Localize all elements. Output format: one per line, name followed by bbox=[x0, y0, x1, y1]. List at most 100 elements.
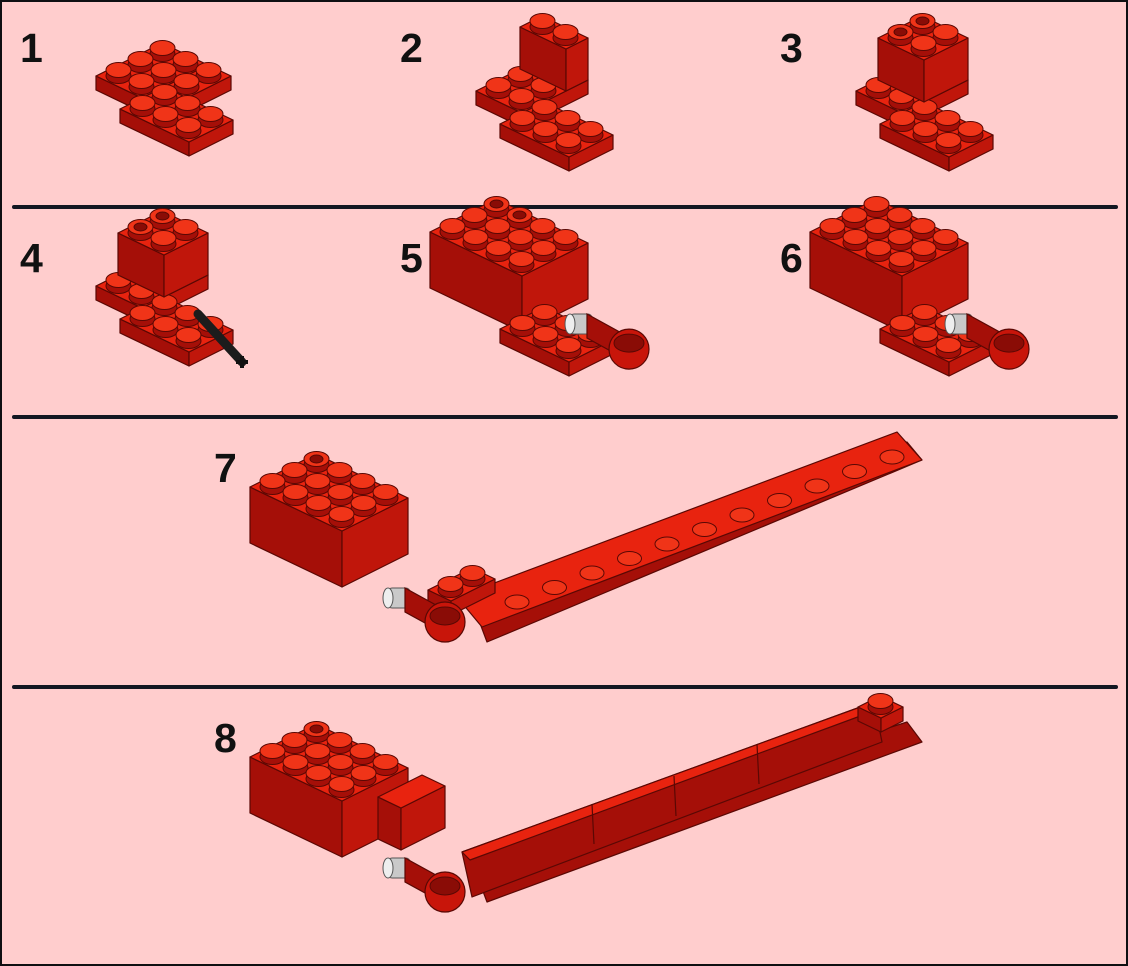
pin-end bbox=[565, 314, 575, 334]
long-plate bbox=[457, 432, 922, 642]
stud bbox=[933, 230, 958, 245]
stud bbox=[890, 111, 915, 126]
stud bbox=[958, 122, 983, 137]
stud bbox=[868, 694, 893, 709]
stud bbox=[531, 241, 556, 256]
step-1-model bbox=[96, 41, 233, 157]
stud bbox=[306, 766, 331, 781]
stud bbox=[438, 577, 463, 592]
stud bbox=[533, 122, 558, 137]
long-side-wall bbox=[462, 702, 922, 902]
stud bbox=[260, 744, 285, 759]
step-2-model bbox=[476, 14, 613, 172]
step-6-model bbox=[810, 197, 1029, 377]
stud bbox=[174, 74, 199, 89]
liftarm-connector bbox=[405, 858, 465, 912]
step-3-model bbox=[856, 14, 993, 172]
stud bbox=[910, 219, 935, 234]
stud bbox=[843, 465, 867, 479]
stud bbox=[327, 733, 352, 748]
step-8-model bbox=[250, 694, 922, 913]
stud bbox=[508, 230, 533, 245]
hollow-stud bbox=[513, 211, 526, 219]
stud bbox=[306, 496, 331, 511]
liftarm-hole bbox=[430, 877, 460, 895]
stud bbox=[175, 96, 200, 111]
stud bbox=[351, 496, 376, 511]
stud bbox=[283, 485, 308, 500]
stud bbox=[151, 231, 176, 246]
stud bbox=[462, 208, 487, 223]
stud bbox=[888, 230, 913, 245]
stud bbox=[328, 755, 353, 770]
stud bbox=[509, 89, 534, 104]
stud bbox=[532, 305, 557, 320]
stud bbox=[463, 230, 488, 245]
stud bbox=[486, 241, 511, 256]
stud bbox=[176, 118, 201, 133]
stud bbox=[510, 316, 535, 331]
stud bbox=[912, 305, 937, 320]
stud bbox=[655, 537, 679, 551]
stud bbox=[866, 241, 891, 256]
stud bbox=[509, 252, 534, 267]
stud bbox=[283, 755, 308, 770]
stud bbox=[913, 122, 938, 137]
stud bbox=[864, 197, 889, 212]
stud bbox=[196, 63, 221, 78]
stud bbox=[911, 36, 936, 51]
stud bbox=[556, 338, 581, 353]
pin-end bbox=[383, 588, 393, 608]
stud bbox=[282, 463, 307, 478]
stud bbox=[373, 755, 398, 770]
stud bbox=[150, 41, 175, 56]
stud bbox=[329, 777, 354, 792]
stud bbox=[936, 133, 961, 148]
hollow-stud bbox=[134, 223, 147, 231]
stud bbox=[913, 327, 938, 342]
stud bbox=[440, 219, 465, 234]
stud bbox=[153, 107, 178, 122]
step-7-model bbox=[250, 432, 922, 642]
stud bbox=[460, 566, 485, 581]
stud bbox=[618, 552, 642, 566]
stud bbox=[533, 327, 558, 342]
stud bbox=[530, 14, 555, 29]
stud bbox=[260, 474, 285, 489]
stud bbox=[153, 317, 178, 332]
stud bbox=[890, 316, 915, 331]
stud bbox=[351, 766, 376, 781]
stud bbox=[510, 111, 535, 126]
stud bbox=[305, 474, 330, 489]
stud bbox=[730, 508, 754, 522]
stud bbox=[693, 523, 717, 537]
stud bbox=[889, 252, 914, 267]
stud bbox=[282, 733, 307, 748]
stud bbox=[373, 485, 398, 500]
stud bbox=[128, 52, 153, 67]
pin-end bbox=[383, 858, 393, 878]
stud bbox=[505, 595, 529, 609]
stud bbox=[130, 306, 155, 321]
stud bbox=[152, 85, 177, 100]
stud bbox=[173, 52, 198, 67]
brick bbox=[430, 197, 588, 333]
stud bbox=[173, 220, 198, 235]
wall-top bbox=[462, 702, 882, 860]
stud bbox=[842, 208, 867, 223]
stud bbox=[935, 111, 960, 126]
stud bbox=[486, 78, 511, 93]
hollow-stud bbox=[490, 200, 503, 208]
stud bbox=[350, 744, 375, 759]
brick bbox=[250, 452, 408, 588]
stud bbox=[887, 208, 912, 223]
hollow-stud bbox=[156, 212, 169, 220]
stud bbox=[880, 450, 904, 464]
liftarm-hole bbox=[430, 607, 460, 625]
stud bbox=[805, 479, 829, 493]
stud bbox=[768, 494, 792, 508]
stud bbox=[151, 63, 176, 78]
stud bbox=[865, 219, 890, 234]
hollow-stud bbox=[310, 455, 323, 463]
hollow-stud bbox=[310, 725, 323, 733]
